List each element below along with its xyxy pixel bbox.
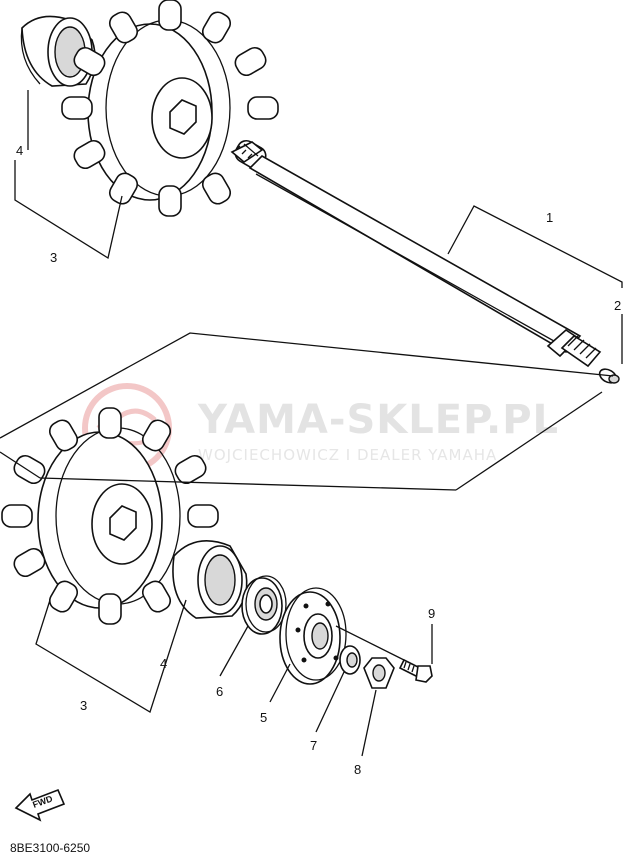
watermark-subtitle: WOJCIECHOWICZ I DEALER YAMAHA <box>198 446 497 464</box>
callout-7: 7 <box>310 738 317 753</box>
sprocket-top <box>61 0 279 217</box>
callout-5: 5 <box>260 710 267 725</box>
fwd-arrow-icon: FWD <box>14 788 66 822</box>
callout-3-bottom: 3 <box>80 698 87 713</box>
diagram-code: 8BE3100-6250 <box>10 841 90 855</box>
callout-2: 2 <box>614 298 621 313</box>
callout-4-top: 4 <box>16 143 23 158</box>
watermark: YAMA-SKLEP.PL WOJCIECHOWICZ I DEALER YAM… <box>82 383 559 473</box>
callout-3-top: 3 <box>50 250 57 265</box>
flange <box>279 587 347 685</box>
callout-6: 6 <box>216 684 223 699</box>
bearing <box>241 575 287 635</box>
sprocket-bottom <box>1 407 219 625</box>
watermark-title: YAMA-SKLEP.PL <box>197 397 559 443</box>
bolt <box>398 658 433 683</box>
collar-bottom <box>172 540 248 619</box>
callout-1: 1 <box>546 210 553 225</box>
callout-8: 8 <box>354 762 361 777</box>
drive-shaft <box>230 141 602 368</box>
callout-4-bottom: 4 <box>160 656 167 671</box>
washer <box>339 645 361 675</box>
nut <box>363 657 395 689</box>
callout-labels: 1 2 4 3 4 6 5 3 7 8 9 <box>16 143 621 777</box>
callout-9: 9 <box>428 606 435 621</box>
leader-lines <box>0 90 623 757</box>
plug <box>598 368 620 384</box>
